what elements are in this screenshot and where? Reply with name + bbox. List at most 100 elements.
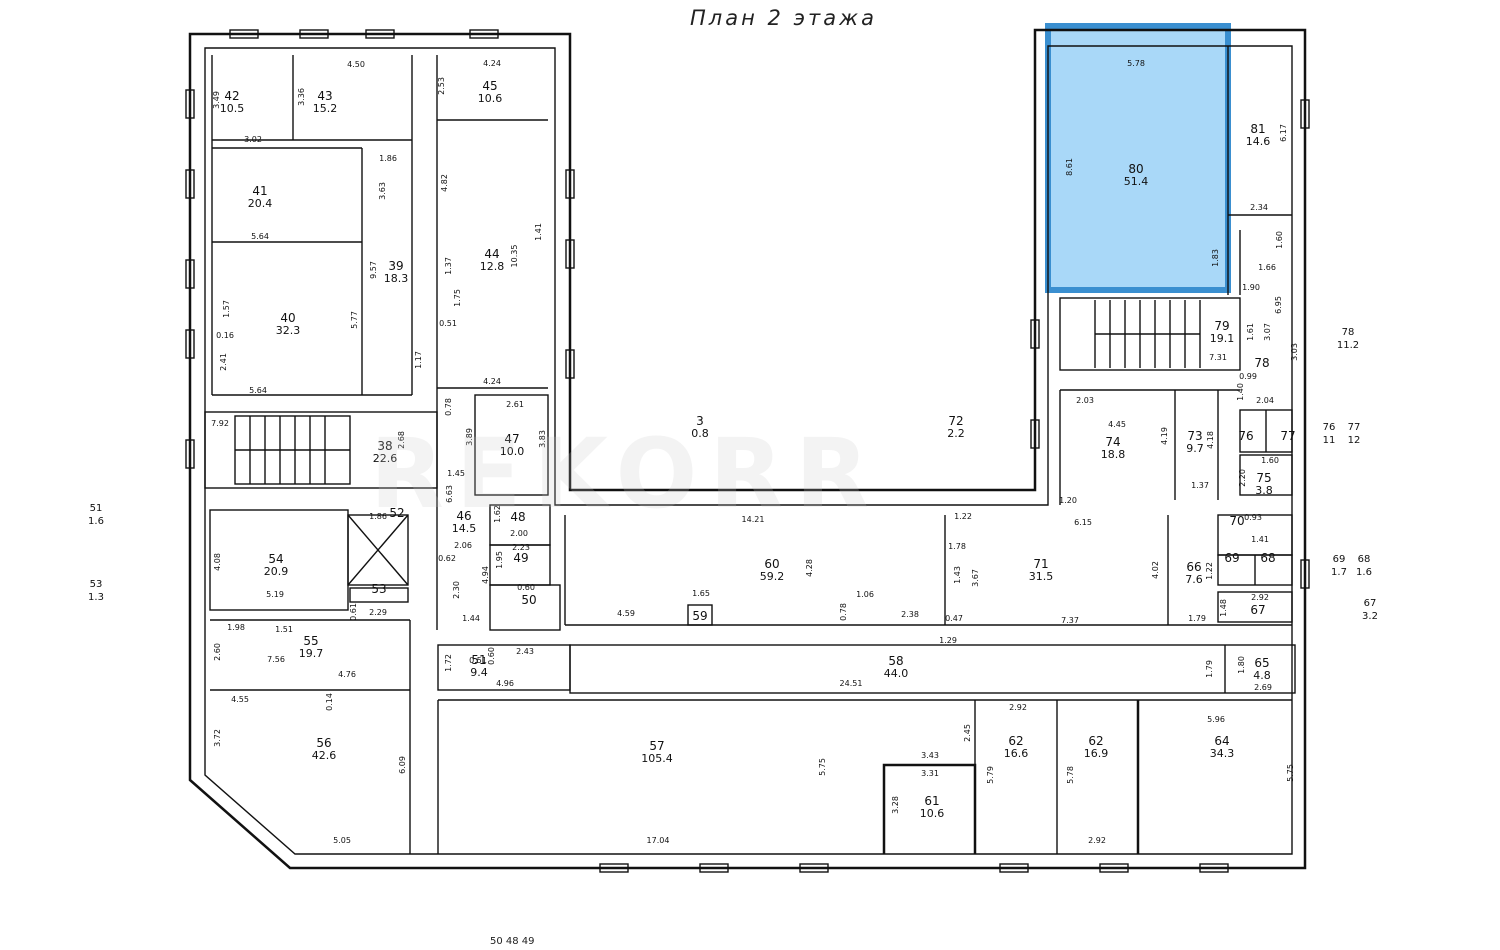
dimension-label: 2.30 [452, 581, 461, 599]
room-area: 10.6 [920, 807, 945, 820]
dimension-label: 2.43 [516, 647, 534, 656]
room-number: 61 [924, 794, 939, 808]
dimension-label: 1.61 [1246, 323, 1255, 341]
dimension-label: 6.95 [1274, 296, 1283, 314]
dimension-label: 4.82 [440, 174, 449, 192]
dimension-label: 4.19 [1160, 427, 1169, 445]
outside-label: 1.6 [88, 516, 104, 527]
dimension-label: 7.56 [267, 655, 285, 664]
dimension-label: 0.99 [1239, 372, 1257, 381]
dimension-label: 7.92 [211, 419, 229, 428]
dimension-label: 5.05 [333, 836, 351, 845]
dimension-label: 5.78 [1127, 59, 1145, 68]
outside-label: 53 [90, 579, 103, 590]
room-area: 16.9 [1084, 747, 1109, 760]
room-area: 9.7 [1186, 442, 1204, 455]
dimension-label: 1.75 [453, 289, 462, 307]
dimension-label: 3.67 [971, 569, 980, 587]
dimension-label: 1.44 [462, 614, 480, 623]
room-number: 40 [280, 311, 295, 325]
dimension-label: 2.45 [963, 724, 972, 742]
dimension-label: 2.53 [437, 77, 446, 95]
dimension-label: 0.47 [945, 614, 963, 623]
dimension-label: 1.79 [1205, 660, 1214, 678]
dimension-label: 2.92 [1009, 703, 1027, 712]
dimension-label: 4.50 [347, 60, 365, 69]
room-area: 22.6 [373, 452, 398, 465]
room-area: 44.0 [884, 667, 909, 680]
window-marks [185, 29, 1310, 873]
dimension-label: 1.65 [692, 589, 710, 598]
dimension-label: 1.22 [1205, 562, 1214, 580]
outside-label: 68 [1358, 554, 1371, 565]
watermark: REKORR [370, 418, 882, 530]
interior-walls-east [1059, 46, 1293, 623]
room-number: 79 [1214, 319, 1229, 333]
dimension-label: 3.49 [212, 91, 221, 109]
outside-label: 67 [1364, 598, 1377, 609]
dimension-label: 1.57 [222, 300, 231, 318]
room-area: 34.3 [1210, 747, 1235, 760]
dimension-label: 1.37 [1191, 481, 1209, 490]
room-number: 76 [1238, 429, 1253, 443]
room-area: 14.5 [452, 522, 477, 535]
room-area: 10.6 [478, 92, 503, 105]
room-number: 77 [1280, 429, 1295, 443]
dimension-label: 0.78 [839, 603, 848, 621]
outside-label: 1.6 [1356, 567, 1372, 578]
dimension-label: 4.96 [496, 679, 514, 688]
room-number: 56 [316, 736, 331, 750]
footer-label: 50 48 49 [490, 936, 535, 947]
dimension-label: 1.72 [444, 654, 453, 672]
dimension-label: 1.20 [1059, 496, 1077, 505]
dimension-label: 1.41 [1251, 535, 1269, 544]
dimension-label: 3.31 [921, 769, 939, 778]
dimension-label: 10.35 [510, 245, 519, 268]
room-area: 14.6 [1246, 135, 1271, 148]
room-number: 38 [377, 439, 392, 453]
room-number: 70 [1229, 514, 1244, 528]
dimension-label: 1.90 [1242, 283, 1260, 292]
room-number: 47 [504, 432, 519, 446]
room-number: 44 [484, 247, 499, 261]
interior-walls-west [204, 55, 561, 854]
dimension-label: 2.20 [1238, 469, 1247, 487]
room-area: 105.4 [641, 752, 673, 765]
dimension-label: 1.86 [369, 512, 387, 521]
dimension-label: 6.15 [1074, 518, 1092, 527]
dimension-label: 4.76 [338, 670, 356, 679]
dimension-label: 4.28 [805, 559, 814, 577]
dimension-label: 1.79 [1188, 614, 1206, 623]
room-number: 57 [649, 739, 664, 753]
outside-label: 1.7 [1331, 567, 1347, 578]
room-number: 67 [1250, 603, 1265, 617]
dimension-label: 1.43 [953, 566, 962, 584]
room-area: 12.8 [480, 260, 505, 273]
outside-label: 69 [1333, 554, 1346, 565]
dimension-label: 3.72 [213, 729, 222, 747]
room-number: 74 [1105, 435, 1120, 449]
room-number: 69 [1224, 551, 1239, 565]
dimension-label: 2.69 [1254, 683, 1272, 692]
dimension-label: 5.75 [1286, 764, 1295, 782]
dimension-label: 1.37 [444, 257, 453, 275]
dimension-label: 5.79 [986, 766, 995, 784]
room-number: 73 [1187, 429, 1202, 443]
room-area: 19.7 [299, 647, 324, 660]
dimension-label: 24.51 [840, 679, 863, 688]
dimension-label: 1.66 [1258, 263, 1276, 272]
dimension-label: 1.83 [1211, 249, 1220, 267]
plan-title: План 2 этажа [690, 6, 877, 30]
dimension-label: 4.24 [483, 377, 501, 386]
dimension-label: 3.43 [921, 751, 939, 760]
room-80-highlight[interactable] [1048, 26, 1228, 290]
dimension-label: 4.08 [213, 553, 222, 571]
dimension-label: 0.93 [1244, 513, 1262, 522]
dimension-label: 2.92 [1088, 836, 1106, 845]
dimension-label: 1.95 [495, 551, 504, 569]
room-number: 75 [1256, 471, 1271, 485]
dimension-label: 7.31 [1209, 353, 1227, 362]
outside-label: 3.2 [1362, 611, 1378, 622]
dimension-label: 9.57 [369, 261, 378, 279]
